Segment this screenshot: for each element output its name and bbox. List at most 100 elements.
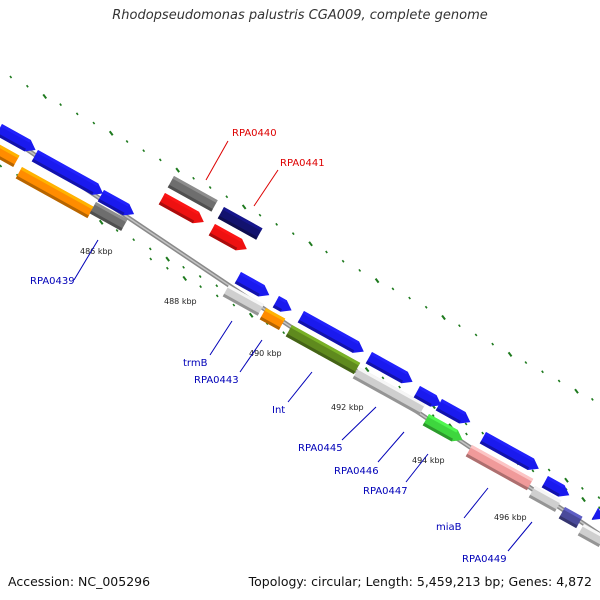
guide-dot bbox=[308, 241, 313, 247]
gene-rpa0446-b-shadow bbox=[435, 407, 461, 424]
gene-label: miaB bbox=[436, 522, 462, 533]
gene-int-fwd-shine bbox=[302, 311, 360, 345]
guide-dot bbox=[597, 496, 600, 500]
guide-dot bbox=[547, 468, 551, 472]
gene-miab-shadow bbox=[465, 453, 529, 491]
gene-miab-shine bbox=[470, 445, 534, 482]
guide-dot bbox=[175, 167, 180, 173]
gene-rpa0449-fwd-shadow bbox=[541, 484, 560, 497]
gene-label-leader bbox=[405, 453, 429, 483]
gene-rpa0446-b bbox=[435, 399, 471, 424]
tick-label: 486 kbp bbox=[80, 247, 113, 256]
gene-rpa0438-b-shadow bbox=[31, 158, 94, 195]
guide-dot bbox=[358, 268, 362, 272]
guide-dot bbox=[458, 324, 461, 328]
guide-dot bbox=[92, 121, 96, 125]
tick-label: 496 kbp bbox=[494, 513, 527, 522]
gene-rpa0449-fwd bbox=[541, 476, 570, 497]
gene-rpa0441 bbox=[217, 207, 263, 240]
gene-label-leader bbox=[253, 169, 279, 207]
gene-rpa0443-fwd-shine bbox=[277, 296, 287, 303]
guide-dot bbox=[192, 176, 195, 180]
gene-label: RPA0441 bbox=[280, 158, 325, 169]
gene-label: RPA0446 bbox=[334, 466, 379, 477]
gene-rpa0447-shadow bbox=[422, 422, 454, 442]
guide-dot bbox=[25, 84, 29, 88]
gene-label: RPA0445 bbox=[298, 443, 343, 454]
gene-rpa0446-fwd-shadow bbox=[413, 394, 432, 407]
gene-rpa0450 bbox=[577, 524, 600, 548]
gene-rpa0449-shine bbox=[563, 507, 583, 520]
guide-dot bbox=[557, 379, 561, 383]
gene-int-shadow bbox=[285, 333, 356, 375]
gene-rpa0440-red bbox=[158, 193, 204, 224]
guide-dot bbox=[9, 75, 13, 79]
gene-rpa0440-red-body bbox=[158, 193, 204, 224]
tick-label: 492 kbp bbox=[331, 403, 364, 412]
gene-rpa0440-red-shadow bbox=[158, 201, 195, 224]
gene-rpa0439-fwd-shine bbox=[102, 190, 130, 207]
gene-trmb-fwd bbox=[234, 272, 270, 297]
gene-rpa0445-shine bbox=[357, 367, 426, 407]
gene-int-fwd bbox=[297, 311, 364, 353]
guide-dot bbox=[75, 112, 79, 116]
gene-miab-body bbox=[465, 445, 534, 491]
gene-orange-a-shadow bbox=[15, 175, 89, 219]
guide-dot bbox=[241, 204, 247, 210]
gene-rpa0449-gray bbox=[528, 486, 562, 512]
gene-trmb-shadow bbox=[222, 293, 260, 316]
gene-rpa0441-shadow bbox=[217, 215, 258, 240]
gene-rpa0449-gray-body bbox=[528, 486, 562, 512]
guide-dot bbox=[364, 367, 370, 373]
gene-trmb-fwd-shine bbox=[239, 272, 265, 288]
guide-dot bbox=[474, 333, 478, 337]
gene-rpa0441-red-shadow bbox=[208, 232, 238, 251]
gene-label-leader bbox=[209, 320, 233, 356]
guide-dot bbox=[481, 431, 485, 435]
gene-rpa0441-red-body bbox=[208, 224, 247, 251]
guide-dot bbox=[398, 385, 401, 389]
gene-miab-fwd bbox=[479, 432, 539, 471]
genome-summary-text: Topology: circular; Length: 5,459,213 bp… bbox=[248, 574, 592, 589]
gene-label-leader bbox=[287, 371, 313, 403]
gene-int-fwd-shadow bbox=[297, 319, 355, 353]
guide-dot bbox=[381, 376, 385, 380]
gene-rpa0438-a-body bbox=[0, 124, 36, 152]
gene-int-body bbox=[285, 325, 361, 375]
gene-rpa0441-shine bbox=[222, 207, 263, 231]
gene-label: RPA0440 bbox=[232, 128, 277, 139]
gene-rpa0446-fwd bbox=[413, 386, 442, 407]
guide-dot bbox=[275, 222, 279, 226]
gene-miab bbox=[465, 445, 534, 491]
gene-orange-a bbox=[15, 167, 94, 219]
gene-rpa0443-shine bbox=[264, 308, 286, 322]
gene-rpa0441-body bbox=[217, 207, 263, 240]
guide-dot bbox=[148, 247, 152, 251]
gene-rpa0438-a bbox=[0, 124, 36, 152]
accession-text: Accession: NC_005296 bbox=[8, 574, 151, 589]
gene-rpa0439-fwd-shadow bbox=[97, 198, 125, 216]
gene-rpa0449-fwd-shine bbox=[546, 476, 565, 488]
gene-rpa0450-fwd bbox=[591, 508, 600, 520]
gene-trmb-fwd-body bbox=[234, 272, 270, 297]
guide-dot bbox=[98, 219, 104, 225]
gene-rpa0439-body bbox=[89, 202, 128, 231]
gene-rpa0443 bbox=[259, 308, 286, 331]
gene-rpa0438-b bbox=[31, 150, 104, 195]
gene-rpa0443-fwd-shadow bbox=[272, 304, 283, 312]
gene-trmb-body bbox=[222, 285, 264, 316]
guide-dot bbox=[182, 265, 185, 269]
gene-miab-fwd-body bbox=[479, 432, 539, 471]
gene-rpa0446-fwd-body bbox=[413, 386, 442, 407]
gene-rpa0450-body bbox=[577, 524, 600, 548]
gene-rpa0439-fwd bbox=[97, 190, 135, 216]
guide-dot bbox=[108, 130, 114, 136]
gene-rpa0450-fwd-shadow bbox=[591, 516, 595, 520]
guide-dot bbox=[441, 314, 446, 321]
gene-rpa0446-b-body bbox=[435, 399, 471, 424]
gene-rpa0445-fwd-shadow bbox=[365, 360, 404, 384]
guide-dot bbox=[524, 361, 528, 365]
gene-orange-left-body bbox=[0, 142, 20, 167]
gene-label-leader bbox=[341, 406, 377, 441]
